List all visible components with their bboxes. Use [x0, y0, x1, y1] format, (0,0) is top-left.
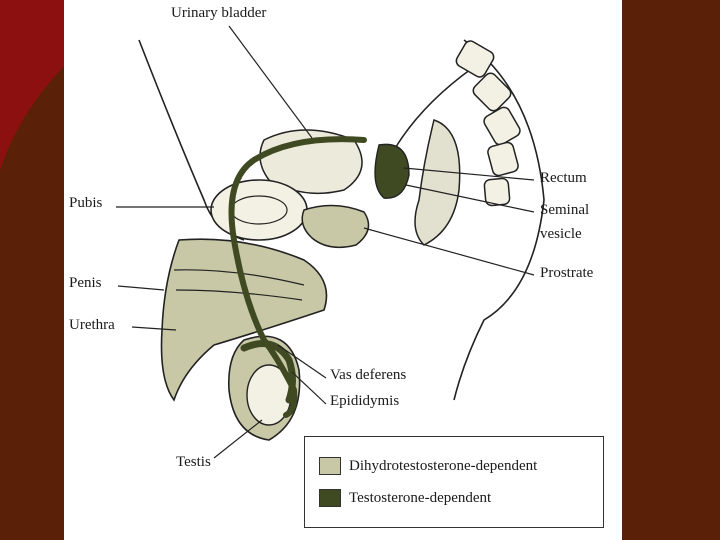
label-vas-deferens: Vas deferens	[330, 368, 406, 384]
legend-swatch-testosterone	[319, 489, 341, 507]
prostate-shape	[302, 205, 368, 247]
legend-item-testosterone: Testosterone-dependent	[319, 489, 491, 507]
label-penis: Penis	[69, 276, 102, 292]
spine-vertebrae	[454, 39, 522, 206]
seminal-vesicle-shape	[375, 144, 409, 198]
label-pubis: Pubis	[69, 196, 102, 212]
rectum-shape	[415, 120, 460, 245]
legend-label-dht: Dihydrotestosterone-dependent	[349, 458, 537, 475]
anatomy-figure: Urinary bladder Rectum Seminal vesicle P…	[64, 0, 622, 540]
legend-item-dht: Dihydrotestosterone-dependent	[319, 457, 537, 475]
label-prostrate: Prostrate	[540, 266, 593, 282]
label-rectum: Rectum	[540, 171, 587, 187]
legend: Dihydrotestosterone-dependent Testostero…	[304, 436, 604, 528]
label-seminal-vesicle-1: Seminal	[540, 203, 589, 219]
label-seminal-vesicle-2: vesicle	[540, 227, 582, 243]
label-epididymis: Epididymis	[330, 394, 399, 410]
legend-label-testosterone: Testosterone-dependent	[349, 490, 491, 507]
label-urinary-bladder: Urinary bladder	[171, 6, 266, 22]
legend-swatch-dht	[319, 457, 341, 475]
label-testis: Testis	[176, 455, 211, 471]
label-urethra: Urethra	[69, 318, 115, 334]
pubis-bone	[211, 180, 307, 240]
